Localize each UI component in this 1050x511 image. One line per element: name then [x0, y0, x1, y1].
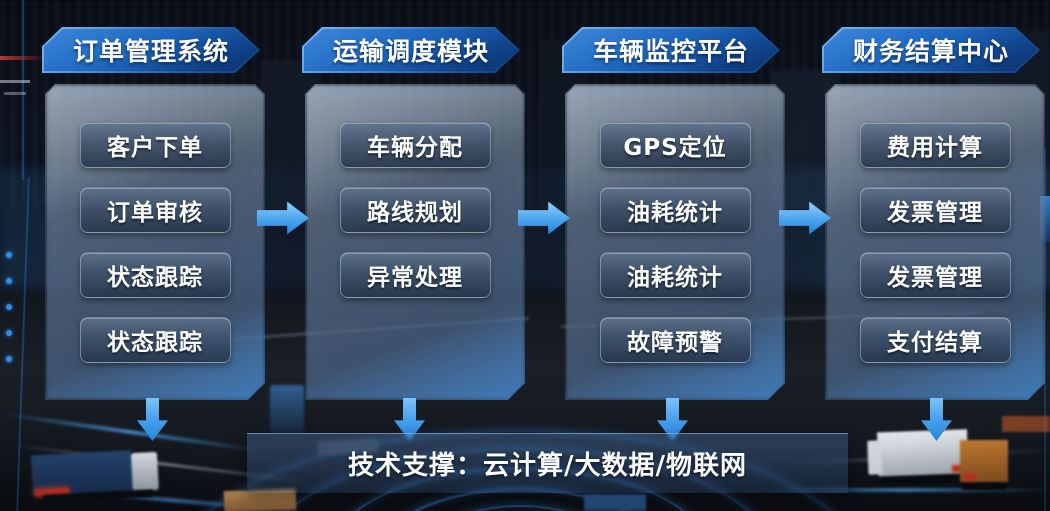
module-column-dispatch: 运输调度模块 车辆分配 路线规划 异常处理 [305, 27, 525, 400]
truck-wheels [42, 489, 154, 503]
module-item: 状态跟踪 [80, 317, 231, 363]
module-header-banner: 财务结算中心 [822, 27, 1040, 73]
module-header-banner: 车辆监控平台 [562, 27, 780, 73]
background-truck-white [867, 429, 969, 490]
module-item: 订单审核 [80, 187, 231, 233]
truck-wheels [962, 482, 1006, 490]
module-item: 费用计算 [860, 122, 1011, 168]
module-header-title: 财务结算中心 [852, 37, 1009, 66]
module-panel: GPS定位 油耗统计 油耗统计 故障预警 [565, 84, 785, 400]
truck-wheels [880, 473, 967, 486]
arrow-right-icon [779, 201, 831, 235]
module-item: 故障预警 [600, 317, 751, 363]
module-item: 状态跟踪 [80, 252, 231, 298]
truck-taillight [964, 474, 976, 480]
background-glow-patch [270, 385, 304, 433]
module-header-banner-fill: 订单管理系统 [44, 29, 258, 71]
background-truck-blue [30, 449, 163, 503]
module-item: 车辆分配 [340, 122, 491, 168]
background-white-dash [4, 92, 26, 95]
background-container-stack [1002, 416, 1050, 432]
background-white-dash [0, 80, 30, 83]
background-circuit-dot [6, 304, 12, 310]
arrow-right-icon [518, 201, 570, 235]
module-header-banner: 运输调度模块 [302, 27, 520, 73]
truck-container [877, 429, 969, 477]
background-red-streak [0, 56, 42, 60]
truck-taillight [34, 487, 69, 497]
module-item: 路线规划 [340, 187, 491, 233]
background-truck-cab-blue [584, 494, 646, 511]
module-panel: 客户下单 订单审核 状态跟踪 状态跟踪 [45, 84, 265, 400]
module-item: 支付结算 [860, 317, 1011, 363]
truck-cab [867, 440, 883, 475]
module-item: 油耗统计 [600, 187, 751, 233]
tech-support-label: 技术支撑：云计算/大数据/物联网 [348, 451, 747, 481]
module-header-title: 车辆监控平台 [592, 37, 749, 66]
module-header-banner-fill: 运输调度模块 [304, 29, 518, 71]
module-column-finance: 财务结算中心 费用计算 发票管理 发票管理 支付结算 [825, 27, 1045, 400]
module-panel: 车辆分配 路线规划 异常处理 [305, 84, 525, 400]
module-header-banner-fill: 财务结算中心 [824, 29, 1038, 71]
module-header-banner-fill: 车辆监控平台 [564, 29, 778, 71]
module-panel-fill: 客户下单 订单审核 状态跟踪 状态跟踪 [47, 86, 264, 399]
module-header-title: 订单管理系统 [72, 37, 229, 66]
module-panel: 费用计算 发票管理 发票管理 支付结算 [825, 84, 1045, 400]
truck-container [960, 440, 1008, 482]
background-truck-orange [960, 440, 1008, 492]
truck-taillight [952, 465, 967, 472]
module-column-orders: 订单管理系统 客户下单 订单审核 状态跟踪 状态跟踪 [45, 27, 265, 400]
background-circuit-dot [6, 278, 12, 284]
module-item: 发票管理 [860, 187, 1011, 233]
background-circuit-dot [6, 252, 12, 258]
module-panel-fill: 费用计算 发票管理 发票管理 支付结算 [827, 86, 1044, 399]
background-light-streak [0, 411, 260, 453]
module-panel-fill: GPS定位 油耗统计 油耗统计 故障预警 [567, 86, 784, 399]
arrow-down-icon [921, 398, 952, 441]
truck-container [30, 450, 133, 496]
module-item: GPS定位 [600, 122, 751, 168]
module-header-banner: 订单管理系统 [42, 27, 260, 73]
background-circuit-line [16, 178, 30, 511]
tech-support-bar: 技术支撑：云计算/大数据/物联网 [247, 433, 848, 493]
module-item: 客户下单 [80, 122, 231, 168]
module-item: 异常处理 [340, 252, 491, 298]
background-ring [435, 505, 605, 511]
background-circuit-line [22, 0, 24, 180]
truck-cab [130, 451, 159, 492]
module-item: 发票管理 [860, 252, 1011, 298]
module-panel-fill: 车辆分配 路线规划 异常处理 [307, 86, 524, 399]
background-circuit-dot [6, 330, 12, 336]
module-header-title: 运输调度模块 [332, 37, 489, 66]
module-item: 油耗统计 [600, 252, 751, 298]
module-column-monitoring: 车辆监控平台 GPS定位 油耗统计 油耗统计 故障预警 [565, 27, 785, 400]
arrow-down-icon [137, 398, 168, 441]
background-circuit-dot [6, 356, 12, 362]
